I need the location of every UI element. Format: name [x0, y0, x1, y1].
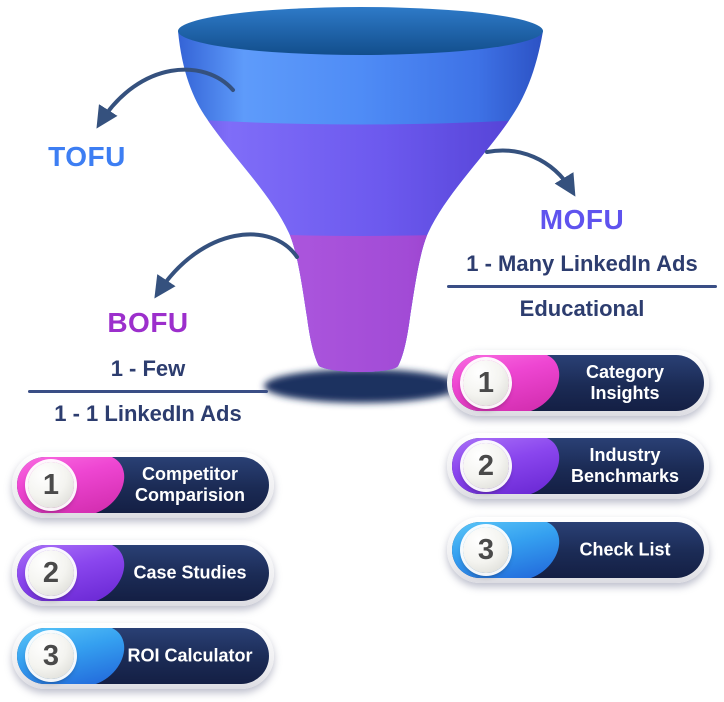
mofu-divider	[447, 285, 717, 288]
mofu-arrow-icon	[485, 148, 576, 197]
pill-label: Competitor Comparision	[119, 464, 261, 506]
pill-label: ROI Calculator	[119, 645, 261, 666]
pill-number: 2	[477, 449, 495, 482]
funnel-top-rim	[178, 7, 543, 55]
mofu-item-2: Industry Benchmarks 2	[447, 433, 709, 499]
pill-number-badge: 1	[463, 360, 509, 406]
mofu-label: MOFU	[539, 204, 625, 235]
pill-number: 2	[42, 556, 60, 589]
pill-label-line2: Comparision	[134, 485, 245, 505]
mofu-item-1: Category Insights 1	[447, 350, 709, 416]
bofu-section: BOFU 1 - Few 1 - 1 LinkedIn Ads	[28, 307, 268, 427]
tofu-arrow-icon	[96, 67, 235, 129]
pill-label-line1: Industry	[589, 444, 661, 465]
pill-label: Industry Benchmarks	[554, 445, 696, 487]
mofu-item-3: Check List 3	[447, 517, 709, 583]
bofu-item-3: ROI Calculator 3	[12, 623, 274, 689]
tofu-label: TOFU	[48, 141, 126, 172]
pill-number-badge: 3	[28, 633, 74, 679]
pill-label-line1: Check List	[579, 539, 671, 560]
pill-label: Check List	[554, 539, 696, 560]
mofu-line2: Educational	[519, 296, 645, 321]
bofu-item-2: Case Studies 2	[12, 540, 274, 606]
pill-label-line1: ROI Calculator	[127, 645, 253, 666]
pill-label-line1: Case Studies	[133, 562, 247, 583]
pill-label: Case Studies	[119, 562, 261, 583]
pill-label: Category Insights	[554, 362, 696, 404]
bofu-item-1: Competitor Comparision 1	[12, 452, 274, 518]
pill-number: 3	[42, 639, 60, 672]
pill-label-line1: Category	[585, 361, 665, 382]
bofu-divider	[28, 390, 268, 393]
bofu-line2: 1 - 1 LinkedIn Ads	[54, 401, 242, 426]
pill-number-badge: 2	[28, 550, 74, 596]
pill-number: 1	[42, 468, 60, 501]
pill-number-badge: 2	[463, 443, 509, 489]
pill-label-line1: Competitor	[142, 463, 238, 484]
bofu-arrow-icon	[154, 232, 299, 299]
pill-label-line2: Insights	[590, 383, 660, 403]
mofu-line1: 1 - Many LinkedIn Ads	[466, 251, 698, 276]
pill-number: 1	[477, 366, 495, 399]
pill-number-badge: 1	[28, 462, 74, 508]
pill-number-badge: 3	[463, 527, 509, 573]
funnel-shadow	[264, 369, 460, 403]
pill-number: 3	[477, 533, 495, 566]
pill-label-line2: Benchmarks	[570, 466, 680, 486]
mofu-section: MOFU 1 - Many LinkedIn Ads Educational	[447, 204, 717, 322]
bofu-line1: 1 - Few	[110, 356, 186, 381]
bofu-label: BOFU	[107, 307, 189, 338]
